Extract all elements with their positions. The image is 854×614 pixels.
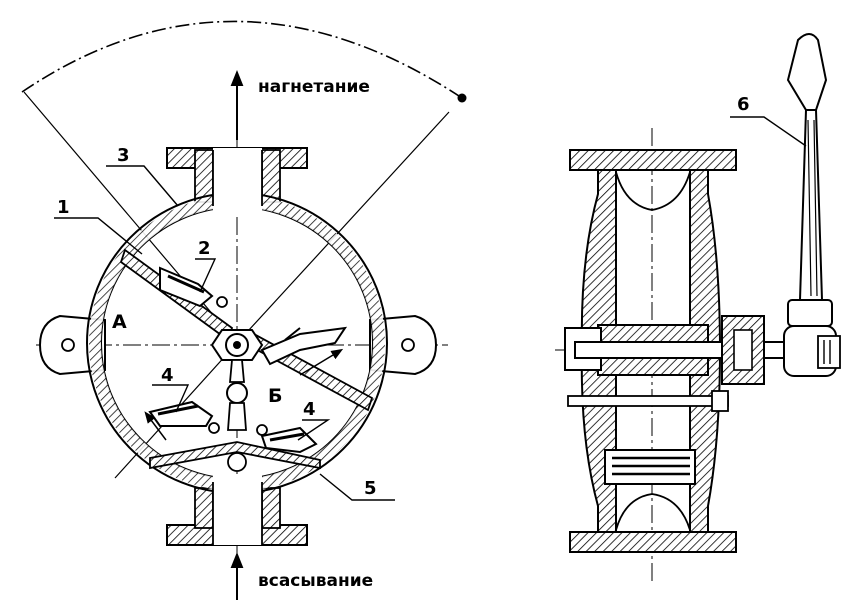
callout-5: 5 bbox=[364, 478, 377, 499]
lower-partition bbox=[149, 441, 321, 470]
swing-arc bbox=[21, 20, 463, 99]
suction-label: всасывание bbox=[258, 571, 373, 591]
callout-4-left: 4 bbox=[161, 365, 174, 386]
rotor-hub bbox=[210, 329, 264, 431]
valve-upper-right bbox=[260, 326, 348, 366]
tie-bolt bbox=[567, 395, 729, 407]
side-bottom-flange bbox=[569, 531, 737, 553]
valve-2 bbox=[159, 266, 228, 308]
callout-6: 6 bbox=[737, 94, 750, 115]
chamber-a-label: А bbox=[112, 311, 127, 333]
callout-3: 3 bbox=[117, 145, 130, 166]
side-top-flange bbox=[569, 149, 737, 171]
handle-6[interactable] bbox=[783, 33, 841, 377]
valve-4-left bbox=[148, 400, 220, 434]
side-view bbox=[555, 33, 841, 585]
callout-4-right: 4 bbox=[303, 399, 316, 420]
valve-4-right bbox=[256, 424, 318, 454]
chamber-b-label: Б bbox=[268, 385, 282, 407]
discharge-label: нагнетание bbox=[258, 77, 370, 97]
drive-shaft bbox=[574, 341, 801, 359]
callout-2: 2 bbox=[198, 238, 211, 259]
front-view bbox=[21, 20, 467, 600]
callout-1: 1 bbox=[57, 197, 70, 218]
